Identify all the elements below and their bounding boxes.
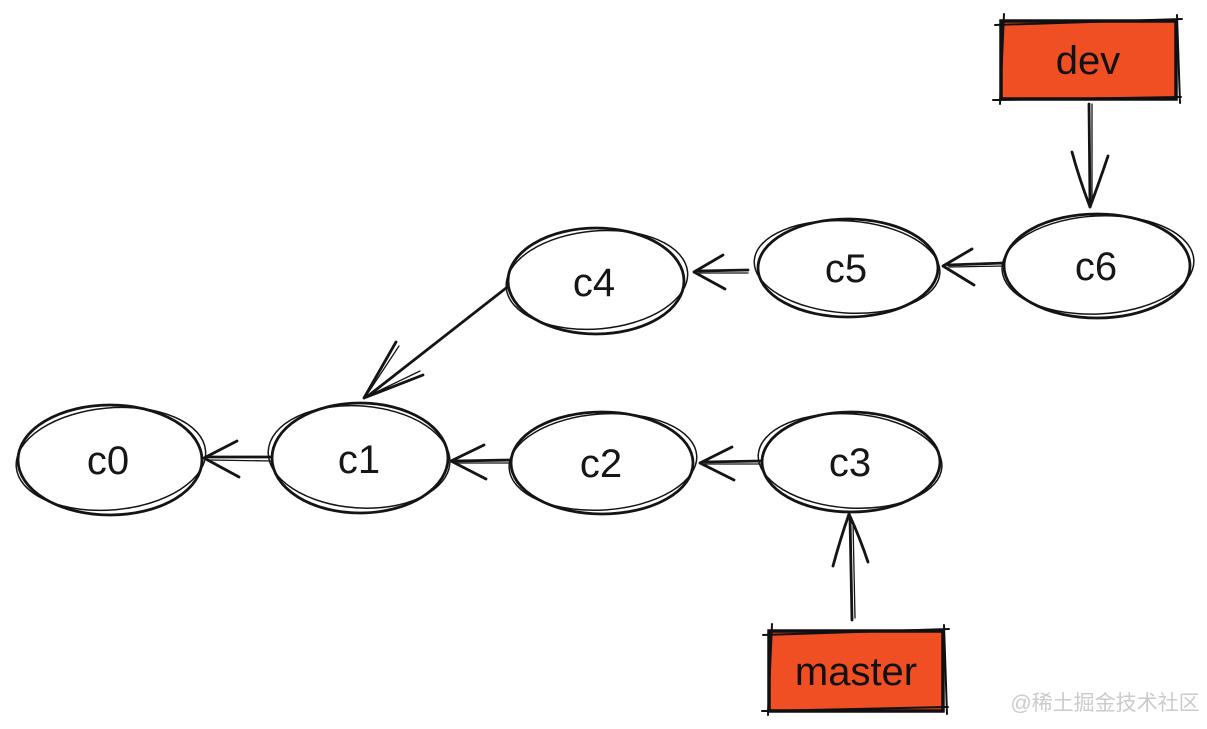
commit-label-c6: c6 [1075,245,1117,289]
edge-master-to-c3 [831,512,870,622]
edge-c4-to-c1 [362,283,512,400]
branch-box-dev: dev [992,13,1183,105]
commit-node-c5: c5 [753,217,941,319]
branch-label-master: master [795,650,917,694]
edge-c6-to-c5 [941,247,1006,287]
commit-node-c2: c2 [508,410,698,516]
commit-node-c3: c3 [757,410,943,514]
commit-label-c1: c1 [338,438,380,482]
commit-node-c1: c1 [267,401,451,515]
commit-label-c2: c2 [580,442,622,486]
commit-label-c3: c3 [829,441,871,485]
commit-node-c4: c4 [505,226,689,336]
commit-node-c0: c0 [15,403,207,517]
edge-c5-to-c4 [692,253,750,291]
edge-c2-to-c1 [449,443,516,481]
commit-label-c5: c5 [825,247,867,291]
branch-box-master: master [761,623,950,716]
edge-dev-to-c6 [1070,102,1110,209]
watermark: @稀土掘金技术社区 [1010,692,1199,715]
commit-node-c6: c6 [1001,212,1195,320]
commit-label-c0: c0 [87,439,129,483]
branch-label-dev: dev [1056,39,1121,83]
edge-c1-to-c0 [202,439,275,479]
edge-c3-to-c2 [698,445,763,482]
commit-label-c4: c4 [573,261,615,305]
